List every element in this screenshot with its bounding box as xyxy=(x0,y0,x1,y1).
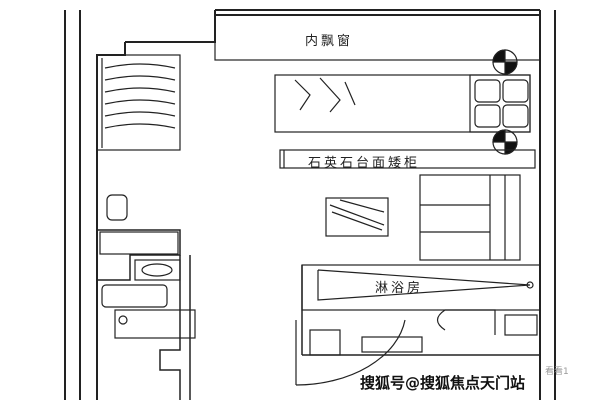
bathroom-walls xyxy=(97,229,540,400)
door xyxy=(295,319,406,386)
wardrobe xyxy=(96,54,181,151)
quartz-cabinet-label: 石英石台面矮柜 xyxy=(308,156,421,171)
bay-window-label: 内飘窗 xyxy=(305,34,354,49)
watermark-small: 看看1 xyxy=(545,367,569,377)
chair xyxy=(325,197,389,237)
bed xyxy=(274,74,531,133)
quartz-cabinet xyxy=(279,149,536,169)
shower-room-label: 淋浴房 xyxy=(375,281,424,296)
nightstand-lamps xyxy=(492,49,518,155)
bay-window xyxy=(214,14,541,61)
sofa xyxy=(419,174,521,261)
bathroom-fixtures xyxy=(99,194,538,356)
watermark: 搜狐号@搜狐焦点天门站 xyxy=(360,374,526,392)
